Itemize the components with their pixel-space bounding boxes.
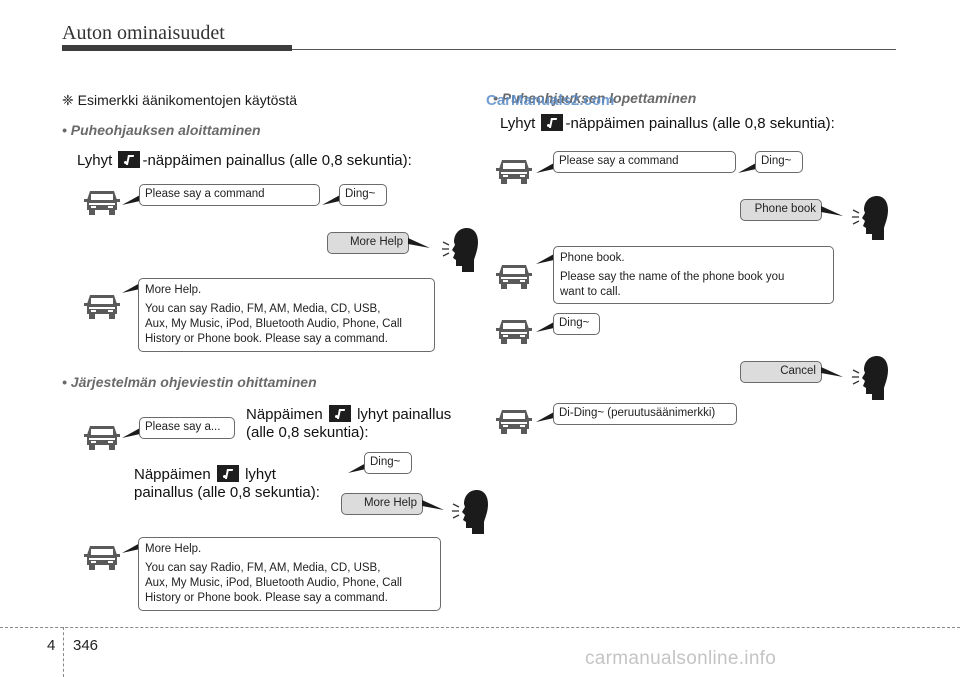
car-icon <box>84 423 120 451</box>
system-bubble-ding: Ding~ <box>553 313 600 335</box>
bubble-tail <box>122 428 140 438</box>
bubble-tail <box>408 238 430 250</box>
help-title: More Help. <box>145 543 202 555</box>
help-line-3: History or Phone book. Please say a comm… <box>145 592 388 604</box>
user-bubble-more-help: More Help <box>327 232 409 254</box>
system-bubble-prompt: Please say a command <box>139 184 320 206</box>
end-instruction: Lyhyt -näppäimen painallus (alle 0,8 sek… <box>500 114 835 132</box>
end-instruction-pre: Lyhyt <box>500 115 536 132</box>
system-bubble-ding: Ding~ <box>339 184 387 206</box>
bubble-tail <box>536 163 554 173</box>
watermark-top: CarManuals2.com <box>486 92 615 109</box>
skip-instruction-b-pre: Näppäimen <box>134 466 211 483</box>
bubble-tail <box>821 367 843 379</box>
user-bubble-phone-book: Phone book <box>740 199 822 221</box>
help-line-1: You can say Radio, FM, AM, Media, CD, US… <box>145 562 381 574</box>
end-instruction-post: -näppäimen painallus (alle 0,8 sekuntia)… <box>565 115 835 132</box>
skip-instruction-a: Näppäimen lyhyt painallus (alle 0,8 seku… <box>246 405 451 442</box>
car-icon <box>496 407 532 435</box>
bubble-tail <box>821 206 843 218</box>
bubble-tail <box>536 412 554 422</box>
header-thin-rule <box>292 49 896 50</box>
system-bubble-end-tone: Di-Ding~ (peruutusäänimerkki) <box>553 403 737 425</box>
help-line-1: You can say Radio, FM, AM, Media, CD, US… <box>145 303 381 315</box>
phone-book-line-2: want to call. <box>560 286 621 298</box>
help-line-2: Aux, My Music, iPod, Bluetooth Audio, Ph… <box>145 318 402 330</box>
system-bubble-phone-book: Phone book. Please say the name of the p… <box>553 246 834 304</box>
speaking-user-icon <box>442 228 478 272</box>
header-thick-rule <box>62 45 292 51</box>
bubble-tail <box>738 163 756 173</box>
skip-instruction-b-line2: painallus (alle 0,8 sekuntia): <box>134 484 320 501</box>
speaking-user-icon <box>852 356 888 400</box>
bubble-tail <box>536 254 554 264</box>
phone-book-line-1: Please say the name of the phone book yo… <box>560 271 785 283</box>
talk-button-icon <box>216 465 239 482</box>
system-bubble-help: More Help. You can say Radio, FM, AM, Me… <box>138 278 435 352</box>
bubble-tail <box>122 195 140 205</box>
skip-instruction-a-line2: (alle 0,8 sekuntia): <box>246 424 369 441</box>
user-bubble-cancel: Cancel <box>740 361 822 383</box>
page-number: 346 <box>73 637 99 654</box>
start-instruction-pre: Lyhyt <box>77 152 113 169</box>
car-icon <box>84 292 120 320</box>
help-title: More Help. <box>145 284 202 296</box>
bubble-tail <box>422 500 444 512</box>
speaking-user-icon <box>452 490 488 534</box>
help-line-2: Aux, My Music, iPod, Bluetooth Audio, Ph… <box>145 577 402 589</box>
car-icon <box>84 543 120 571</box>
skip-section-heading: • Järjestelmän ohjeviestin ohittaminen <box>62 374 317 390</box>
system-bubble-help: More Help. You can say Radio, FM, AM, Me… <box>138 537 441 611</box>
skip-instruction-b-post: lyhyt <box>245 466 276 483</box>
help-line-3: History or Phone book. Please say a comm… <box>145 333 388 345</box>
user-bubble-more-help: More Help <box>341 493 423 515</box>
talk-button-icon <box>541 114 564 131</box>
car-icon <box>496 262 532 290</box>
bubble-tail <box>536 322 554 332</box>
example-note: ❈ Esimerkki äänikomentojen käytöstä <box>62 92 298 108</box>
chapter-number: 4 <box>47 637 56 654</box>
system-bubble-prompt-short: Please say a... <box>139 417 235 439</box>
system-bubble-ding: Ding~ <box>364 452 412 474</box>
footer-vertical-divider <box>63 627 64 677</box>
speaking-user-icon <box>852 196 888 240</box>
car-icon <box>496 157 532 185</box>
phone-book-title: Phone book. <box>560 252 625 264</box>
watermark-bottom: carmanualsonline.info <box>585 648 777 669</box>
start-section-heading: • Puheohjauksen aloittaminen <box>62 122 261 138</box>
skip-instruction-b: Näppäimen lyhyt painallus (alle 0,8 seku… <box>134 465 320 502</box>
bubble-tail <box>322 195 340 205</box>
start-instruction: Lyhyt -näppäimen painallus (alle 0,8 sek… <box>77 151 412 169</box>
system-bubble-ding: Ding~ <box>755 151 803 173</box>
skip-instruction-a-pre: Näppäimen <box>246 406 323 423</box>
system-bubble-prompt: Please say a command <box>553 151 736 173</box>
talk-button-icon <box>118 151 141 168</box>
car-icon <box>496 317 532 345</box>
footer-divider <box>0 627 960 628</box>
skip-instruction-a-post: lyhyt painallus <box>357 406 452 423</box>
start-instruction-post: -näppäimen painallus (alle 0,8 sekuntia)… <box>142 152 412 169</box>
talk-button-icon <box>328 405 351 422</box>
end-section-heading: • Puheohjauksen lopettaminen <box>493 90 697 106</box>
car-icon <box>84 188 120 216</box>
page-header-title: Auton ominaisuudet <box>62 22 225 44</box>
